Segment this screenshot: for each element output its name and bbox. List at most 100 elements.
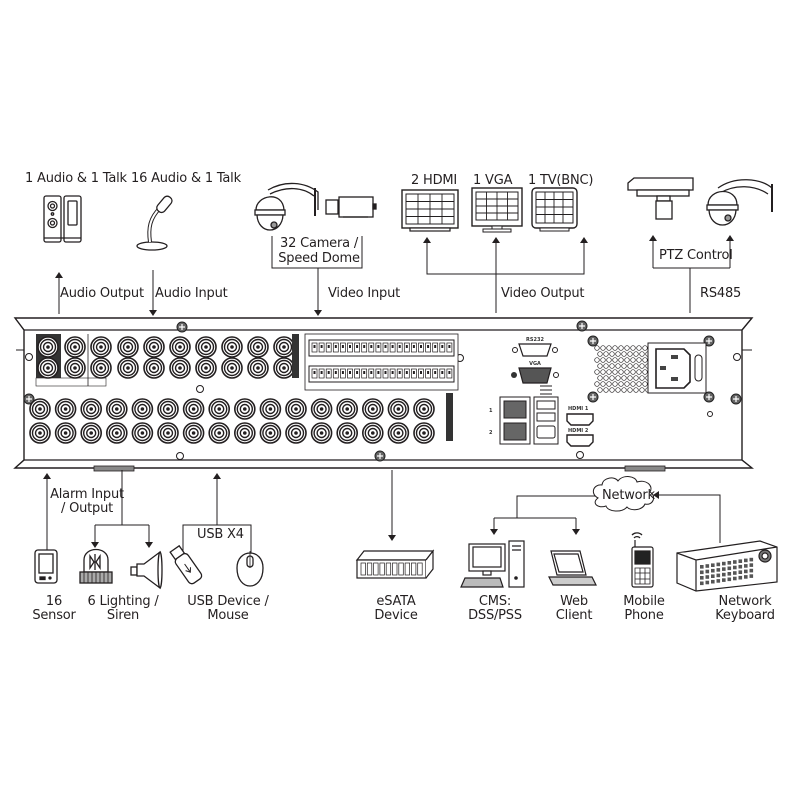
hdmi2-label: HDMI 2: [568, 428, 589, 434]
speed-dome-camera-icon: [254, 182, 319, 231]
bnc-connector: [361, 398, 384, 420]
bnc-connector: [387, 398, 410, 420]
bnc-connector: [54, 398, 77, 420]
audio-input-label: Audio Input: [155, 286, 228, 301]
vga-label: VGA: [529, 361, 541, 367]
bnc-connector: [169, 336, 191, 358]
bnc-connector: [234, 422, 256, 444]
hdmi-port-1: [566, 413, 594, 426]
bnc-connector: [64, 336, 86, 358]
bnc-connector: [247, 336, 269, 358]
ptz-housing-camera-icon: [627, 177, 694, 220]
lighting-siren-label: 6 Lighting / Siren: [87, 594, 159, 623]
hdmi-monitor-label: 2 HDMI: [411, 173, 458, 188]
usb-device-label: USB Device / Mouse: [187, 594, 269, 623]
network-label: Network: [602, 488, 655, 503]
bnc-connector: [106, 422, 128, 444]
svg-text:2: 2: [489, 430, 493, 436]
bnc-connector: [117, 357, 139, 379]
bnc-connector: [259, 398, 282, 420]
bnc-connector: [143, 357, 165, 379]
tv-monitor-label: 1 TV(BNC): [528, 173, 594, 188]
bnc-connector: [208, 398, 230, 420]
network-keyboard-label: Network Keyboard: [715, 594, 775, 623]
bnc-connector: [29, 422, 51, 444]
bnc-connector: [80, 398, 102, 420]
lan-port-1: [503, 400, 527, 419]
bnc-connector: [157, 422, 179, 444]
bnc-connector: [273, 336, 295, 358]
mouse-icon: [236, 551, 264, 587]
bnc-connector: [29, 398, 51, 420]
vga-monitor-icon: [471, 187, 523, 233]
alarm-io-label: Alarm Input / Output: [50, 487, 124, 516]
bnc-connector: [37, 357, 59, 379]
bnc-connector: [195, 357, 217, 379]
rs485-label: RS485: [700, 286, 742, 301]
ptz-dome-camera-icon: [706, 179, 773, 226]
fan-vent: [594, 345, 651, 393]
dvr-rear-panel: RS232 VGA 1 2 HDMI 1 HDMI 2: [13, 317, 754, 472]
audio-output-device-label: 1 Audio & 1 Talk: [25, 171, 127, 186]
svg-text:1: 1: [489, 408, 493, 414]
bnc-connector: [310, 398, 333, 420]
bnc-connector: [195, 336, 217, 358]
ptz-control-label: PTZ Control: [659, 248, 733, 263]
rs232-port: [518, 343, 552, 357]
bnc-connector: [361, 422, 384, 444]
network-cloud-icon: [592, 476, 655, 512]
bnc-connector: [285, 422, 307, 444]
sensor-icon: [34, 549, 58, 584]
bnc-connector: [106, 398, 128, 420]
microphone-icon: [136, 195, 173, 251]
hdmi-monitor-icon: [401, 189, 459, 232]
siren-horn-icon: [130, 550, 163, 590]
video-input-label: Video Input: [328, 286, 401, 301]
bnc-connector: [285, 398, 307, 420]
esata-port: [536, 425, 556, 439]
bnc-connector: [90, 357, 112, 379]
cms-label: CMS: DSS/PSS: [468, 594, 522, 623]
bnc-connector: [80, 422, 102, 444]
bnc-connector: [143, 336, 165, 358]
mobile-phone-label: Mobile Phone: [623, 594, 665, 623]
hdmi1-label: HDMI 1: [568, 406, 589, 412]
bnc-connector: [182, 398, 205, 420]
bnc-connector: [169, 357, 191, 379]
hdmi-port-2: [566, 434, 594, 447]
bnc-connector: [131, 422, 154, 444]
vga-monitor-label: 1 VGA: [473, 173, 513, 188]
bnc-connector: [54, 422, 77, 444]
rs232-label: RS232: [526, 337, 544, 343]
bnc-connector: [413, 398, 435, 420]
bnc-connector: [90, 336, 112, 358]
esata-storage-icon: [355, 549, 435, 579]
power-switch: [694, 354, 703, 382]
bnc-connector: [413, 422, 435, 444]
audio-output-label: Audio Output: [60, 286, 144, 301]
bnc-connector: [182, 422, 205, 444]
usb-x4-label: USB X4: [197, 527, 244, 542]
vga-port: [518, 367, 552, 384]
bnc-connector: [117, 336, 139, 358]
bnc-connector: [131, 398, 154, 420]
bnc-connector: [259, 422, 282, 444]
video-output-label: Video Output: [501, 286, 585, 301]
bnc-connector: [37, 336, 59, 358]
lan-port-2: [503, 422, 527, 441]
speaker-icon: [43, 195, 82, 243]
esata-device-label: eSATA Device: [374, 594, 418, 623]
box-camera-icon: [325, 196, 377, 218]
camera-bracket: [271, 236, 363, 269]
cms-desktop-computer-icon: [460, 540, 525, 588]
bnc-connector: [208, 422, 230, 444]
camera-label: 32 Camera / Speed Dome: [278, 236, 360, 266]
sensor-label: 16 Sensor: [32, 594, 76, 623]
network-keyboard-icon: [676, 540, 778, 592]
video-output-bracket: [426, 239, 585, 275]
bnc-connector: [273, 357, 295, 379]
warning-light-icon: [79, 548, 113, 584]
bnc-connector: [247, 357, 269, 379]
bnc-connector: [221, 357, 243, 379]
